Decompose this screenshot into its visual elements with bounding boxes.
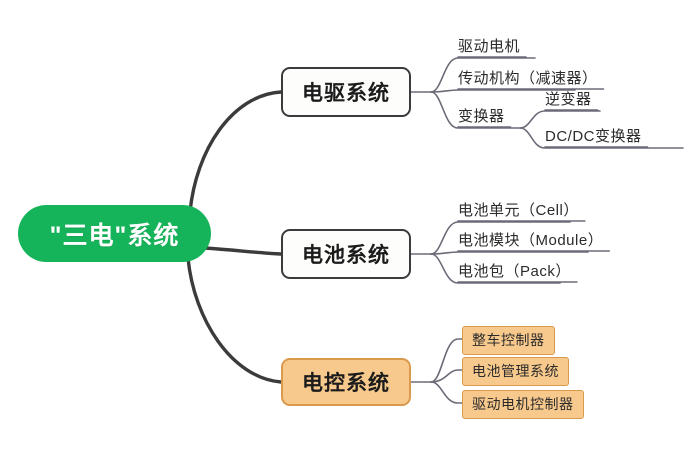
leaf-control-mcu[interactable]: 驱动电机控制器 [462, 390, 584, 419]
trunk-to-drive [188, 90, 283, 214]
leaf-converter-inverter[interactable]: 逆变器 [545, 91, 592, 108]
leaf-battery-module[interactable]: 电池模块（Module） [458, 232, 604, 249]
leaf-battery-pack[interactable]: 电池包（Pack） [458, 263, 571, 280]
leaf-drive-transmission[interactable]: 传动机构（减速器） [458, 70, 598, 87]
root-node[interactable]: "三电"系统 [18, 205, 211, 262]
branch-node-control-label: 电控系统 [302, 372, 390, 395]
branch-node-drive[interactable]: 电驱系统 [281, 67, 411, 117]
branch-node-battery[interactable]: 电池系统 [281, 229, 411, 279]
branch-node-control[interactable]: 电控系统 [281, 358, 411, 406]
root-node-label: "三电"系统 [49, 221, 180, 250]
trunk-to-battery [203, 246, 283, 256]
trunk-to-control [186, 256, 283, 384]
link-ctrl-vcu [430, 338, 463, 383]
branch-node-battery-label: 电池系统 [302, 244, 390, 267]
leaf-drive-converter[interactable]: 变换器 [458, 108, 505, 125]
leaf-converter-dcdc[interactable]: DC/DC变换器 [545, 128, 642, 145]
branch-node-drive-label: 电驱系统 [302, 82, 390, 105]
leaf-control-vcu[interactable]: 整车控制器 [462, 326, 555, 355]
link-batt-module [430, 251, 589, 255]
leaf-battery-cell[interactable]: 电池单元（Cell） [458, 202, 579, 219]
link-ctrl-mcu [430, 381, 463, 404]
leaf-control-bms[interactable]: 电池管理系统 [462, 357, 569, 386]
link-ctrl-bms [430, 369, 463, 383]
leaf-drive-motor[interactable]: 驱动电机 [458, 38, 521, 55]
